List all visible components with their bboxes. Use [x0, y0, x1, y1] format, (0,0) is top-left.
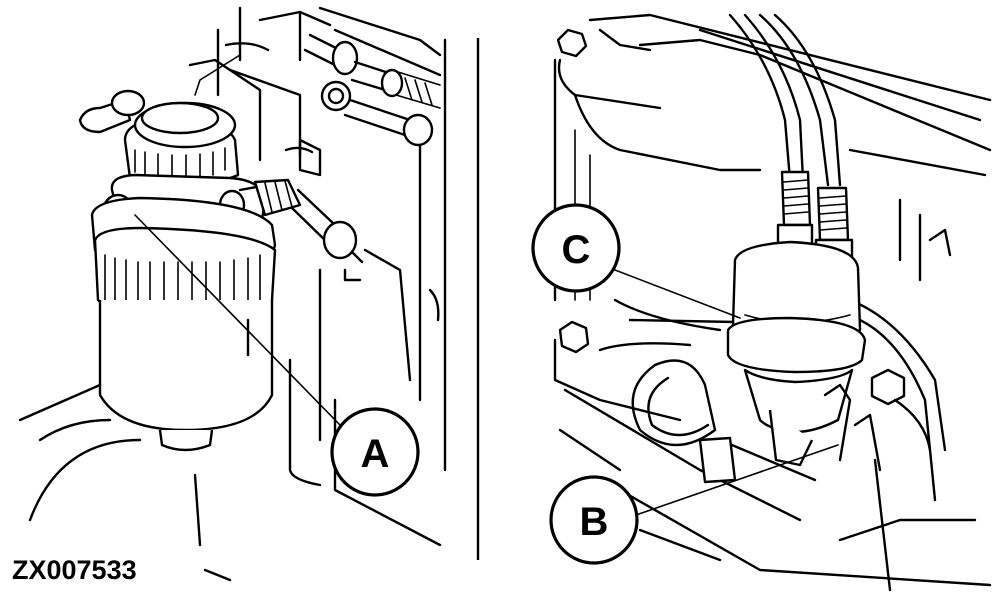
engine-block-left — [188, 6, 447, 547]
mount-lines-left — [18, 383, 232, 582]
mount-bolt-icon — [870, 368, 932, 452]
side-bolt-icon — [558, 320, 590, 354]
callout-a: A — [330, 407, 420, 497]
engine-block-right — [553, 13, 992, 592]
figure-id: ZX007533 — [12, 555, 137, 585]
callout-c-label: C — [562, 228, 591, 272]
callout-a-label: A — [361, 432, 390, 476]
leader-line-a — [134, 214, 341, 426]
leader-line-c — [614, 269, 741, 319]
sensor-wires — [728, 13, 854, 274]
right-panel-sensor: C B — [531, 13, 992, 592]
callout-c: C — [531, 203, 621, 293]
bracket-hose — [631, 359, 882, 484]
callout-b: B — [549, 475, 639, 565]
sensor-body — [726, 240, 867, 467]
left-panel-fuel-filter: A ZX007533 — [12, 6, 447, 585]
fuel-filter-assembly — [78, 89, 364, 452]
leader-line-b — [635, 444, 839, 516]
callout-b-label: B — [580, 500, 609, 544]
fuel-line-fittings — [284, 33, 441, 177]
top-bolt-icon — [556, 28, 588, 58]
